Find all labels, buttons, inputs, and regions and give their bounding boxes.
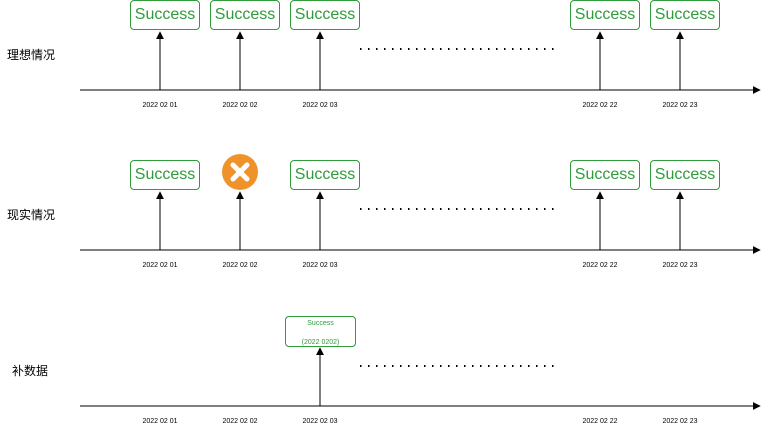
- success-box: Success: [130, 160, 200, 190]
- success-box: Success: [650, 160, 720, 190]
- row-label-ideal: 理想情况: [7, 48, 56, 62]
- row-label-actual: 现实情况: [7, 208, 56, 222]
- row-label-backfill: 补数据: [12, 364, 49, 378]
- date-label: 2022 02 23: [662, 418, 698, 425]
- date-label: 2022 02 01: [142, 262, 178, 269]
- success-box: Success: [290, 0, 360, 30]
- date-label: 2022 02 03: [302, 262, 338, 269]
- success-box: Success: [570, 160, 640, 190]
- success-box: Success: [650, 0, 720, 30]
- date-label: 2022 02 02: [222, 102, 258, 109]
- backfill-date: (2022 0202): [301, 339, 340, 346]
- date-label: 2022 02 22: [582, 418, 618, 425]
- date-label: 2022 02 02: [222, 418, 258, 425]
- success-box: Success: [570, 0, 640, 30]
- date-label: 2022 02 03: [302, 418, 338, 425]
- success-box: Success: [210, 0, 280, 30]
- date-label: 2022 02 03: [302, 102, 338, 109]
- date-label: 2022 02 22: [582, 262, 618, 269]
- date-label: 2022 02 02: [222, 262, 258, 269]
- date-label: 2022 02 01: [142, 418, 178, 425]
- backfill-status: Success: [307, 320, 334, 327]
- date-label: 2022 02 22: [582, 102, 618, 109]
- failure-x-icon: [222, 154, 258, 190]
- date-label: 2022 02 01: [142, 102, 178, 109]
- backfill-success-box: Success (2022 0202): [285, 316, 356, 347]
- success-box: Success: [130, 0, 200, 30]
- success-box: Success: [290, 160, 360, 190]
- date-label: 2022 02 23: [662, 262, 698, 269]
- date-label: 2022 02 23: [662, 102, 698, 109]
